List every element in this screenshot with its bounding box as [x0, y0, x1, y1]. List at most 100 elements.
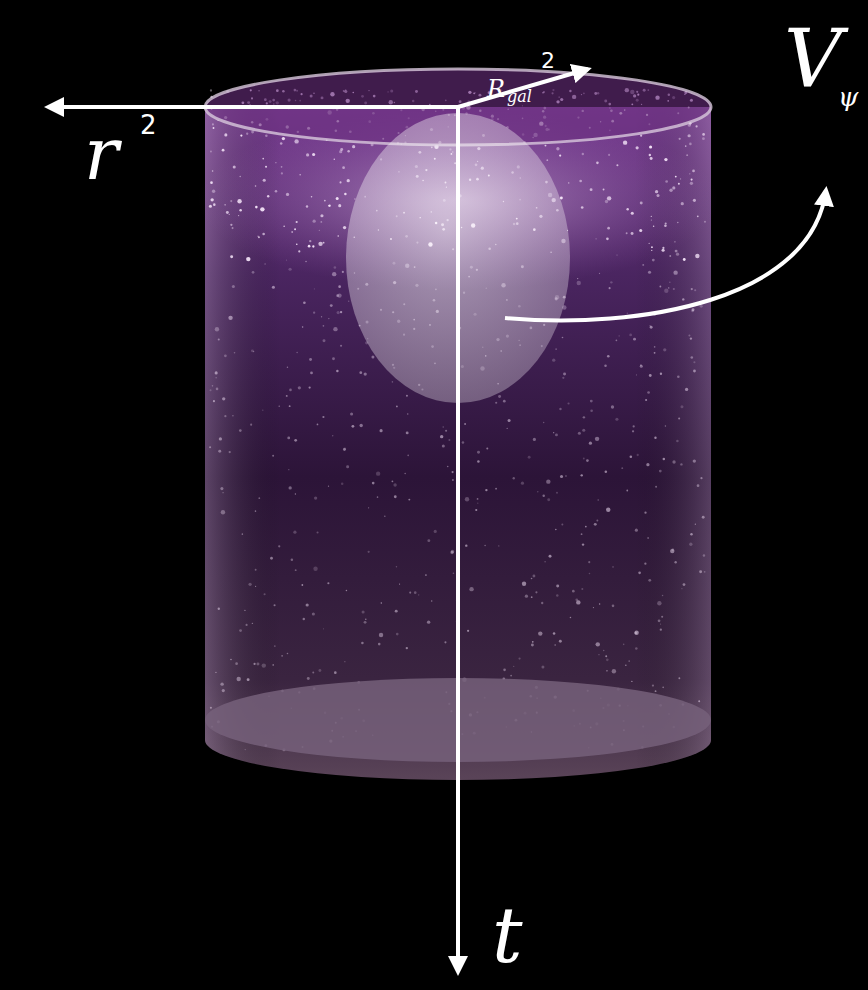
star	[556, 585, 559, 588]
star	[626, 490, 628, 492]
star	[278, 545, 280, 547]
star	[215, 371, 218, 374]
star	[379, 633, 383, 637]
star	[552, 359, 555, 362]
star	[654, 437, 656, 439]
star	[588, 561, 590, 563]
star	[229, 214, 230, 215]
star	[392, 381, 394, 383]
star	[469, 587, 473, 591]
star	[348, 301, 349, 302]
star	[475, 509, 477, 511]
star	[260, 207, 264, 211]
star	[280, 142, 283, 145]
star	[698, 700, 700, 702]
star	[562, 377, 564, 379]
star	[477, 460, 480, 463]
star	[690, 356, 693, 359]
axis-variable: t	[492, 898, 523, 974]
star	[336, 370, 338, 372]
star	[312, 672, 314, 674]
star	[255, 185, 257, 187]
star	[312, 612, 315, 615]
star	[594, 523, 597, 526]
star	[239, 629, 242, 632]
star	[310, 372, 313, 375]
star	[364, 621, 367, 624]
star	[230, 659, 232, 661]
star	[577, 281, 581, 285]
star	[272, 664, 274, 666]
star	[264, 593, 266, 595]
star	[703, 554, 705, 556]
star	[635, 529, 638, 532]
star	[593, 607, 594, 608]
star	[352, 425, 355, 428]
star	[246, 257, 250, 261]
star	[313, 312, 315, 314]
star	[582, 543, 584, 545]
star	[467, 630, 469, 632]
star	[222, 397, 225, 400]
pointer-arrow	[505, 190, 826, 320]
star	[691, 179, 693, 181]
star	[647, 537, 649, 539]
star	[294, 228, 296, 230]
star	[232, 227, 234, 229]
star	[616, 254, 617, 255]
star	[312, 153, 315, 156]
star	[498, 395, 501, 398]
star	[298, 250, 300, 252]
star	[343, 448, 346, 451]
star	[307, 677, 310, 680]
star	[239, 176, 241, 178]
star	[653, 226, 655, 228]
star	[332, 272, 336, 276]
star	[256, 663, 259, 666]
star	[642, 264, 644, 266]
star	[247, 678, 250, 681]
star	[513, 666, 514, 667]
star	[693, 199, 696, 202]
star	[323, 325, 325, 327]
star	[645, 399, 647, 401]
volume-symbol: V	[784, 20, 842, 100]
star	[258, 236, 260, 238]
star	[316, 532, 318, 534]
star	[689, 543, 692, 546]
star	[220, 682, 223, 685]
star	[451, 550, 454, 553]
star	[427, 539, 430, 542]
star	[406, 395, 408, 397]
star	[589, 442, 592, 445]
star	[669, 255, 671, 257]
star	[218, 338, 220, 340]
star	[406, 647, 408, 649]
star	[262, 663, 266, 667]
star	[644, 511, 646, 513]
star	[318, 242, 322, 246]
star	[233, 165, 236, 168]
star	[210, 198, 213, 201]
star	[626, 208, 628, 210]
star	[636, 146, 639, 149]
star	[359, 424, 362, 427]
star	[343, 448, 346, 451]
star	[640, 364, 642, 366]
star	[445, 430, 447, 432]
star	[344, 661, 345, 662]
star	[230, 255, 233, 258]
star	[658, 619, 661, 622]
star	[702, 133, 705, 136]
star	[646, 463, 649, 466]
star	[586, 459, 589, 462]
star	[640, 202, 643, 205]
star	[651, 216, 652, 217]
star	[598, 499, 599, 500]
star	[503, 669, 506, 672]
star	[648, 579, 651, 582]
star	[344, 193, 346, 195]
star	[631, 212, 634, 215]
star	[659, 286, 661, 288]
star	[289, 389, 292, 392]
